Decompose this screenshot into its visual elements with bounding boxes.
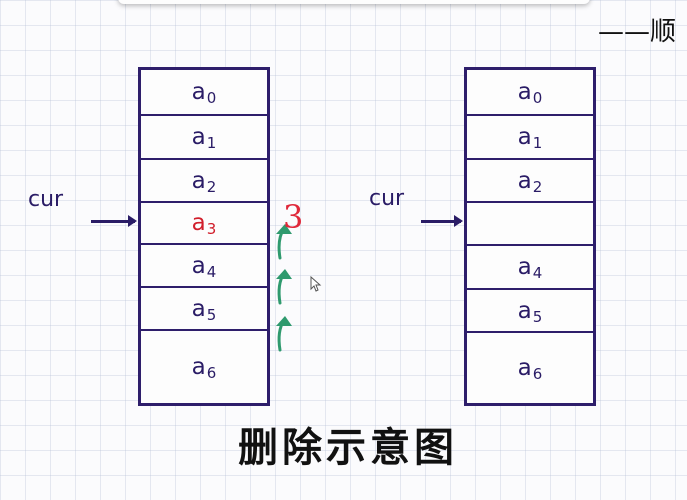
shift-up-arrow bbox=[276, 224, 292, 260]
cell-subscript: 4 bbox=[206, 262, 217, 281]
cell-subscript: 0 bbox=[532, 89, 543, 107]
mouse-cursor-icon bbox=[310, 276, 322, 292]
cell-subscript: 2 bbox=[532, 177, 543, 196]
cell-subscript: 1 bbox=[206, 134, 217, 152]
cell-base: a bbox=[191, 79, 206, 105]
cell-subscript: 3 bbox=[206, 220, 217, 238]
cell-base: a bbox=[517, 297, 532, 324]
cell-base: a bbox=[191, 210, 206, 236]
cell-base: a bbox=[191, 167, 206, 194]
cell-subscript: 0 bbox=[206, 89, 217, 107]
cell-base: a bbox=[191, 354, 206, 380]
diagram-caption: 删除示意图 bbox=[238, 425, 458, 471]
cell-base: a bbox=[191, 124, 206, 150]
cell-subscript: 6 bbox=[206, 364, 217, 382]
cell-base: a bbox=[517, 355, 532, 381]
cell-subscript: 5 bbox=[532, 307, 543, 326]
cur-pointer-arrow bbox=[421, 215, 463, 226]
step-count-mark: 3 bbox=[283, 198, 304, 236]
cell-base: a bbox=[517, 124, 532, 150]
cell-base: a bbox=[517, 79, 532, 105]
cell-base: a bbox=[191, 252, 206, 279]
shift-up-arrow bbox=[276, 316, 292, 352]
cell-subscript: 5 bbox=[206, 305, 217, 324]
cell-subscript: 4 bbox=[532, 264, 543, 282]
cur-pointer-label: cur bbox=[369, 186, 405, 211]
top-card-edge bbox=[118, 0, 590, 4]
cell-subscript: 1 bbox=[532, 134, 543, 152]
cur-pointer-arrow bbox=[91, 215, 137, 226]
cur-pointer-label: cur bbox=[28, 187, 64, 212]
cell-subscript: 6 bbox=[532, 365, 543, 383]
shift-up-arrow bbox=[276, 269, 292, 305]
cell-subscript: 2 bbox=[206, 177, 217, 196]
cell-base: a bbox=[191, 295, 206, 322]
array-cell-empty bbox=[467, 201, 593, 244]
cell-base: a bbox=[517, 167, 532, 194]
corner-title-fragment: ——顺 bbox=[598, 17, 677, 47]
cell-base: a bbox=[517, 254, 532, 280]
